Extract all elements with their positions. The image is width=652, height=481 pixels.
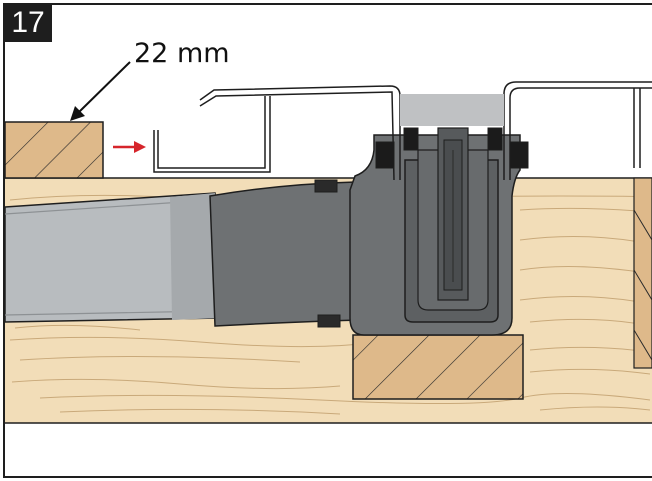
support-block xyxy=(352,334,524,400)
dimension-label: 22 mm xyxy=(134,38,230,69)
dimension-arrow xyxy=(70,61,131,121)
drain-fitting xyxy=(209,127,521,336)
wooden-post xyxy=(633,177,652,369)
wall-board xyxy=(4,121,104,179)
red-direction-arrow xyxy=(113,141,146,153)
gasket xyxy=(375,127,529,169)
drain-pipe xyxy=(4,192,221,323)
step-number-badge: 17 xyxy=(4,4,52,42)
metal-profile xyxy=(153,81,652,181)
grating-strip xyxy=(400,94,504,126)
